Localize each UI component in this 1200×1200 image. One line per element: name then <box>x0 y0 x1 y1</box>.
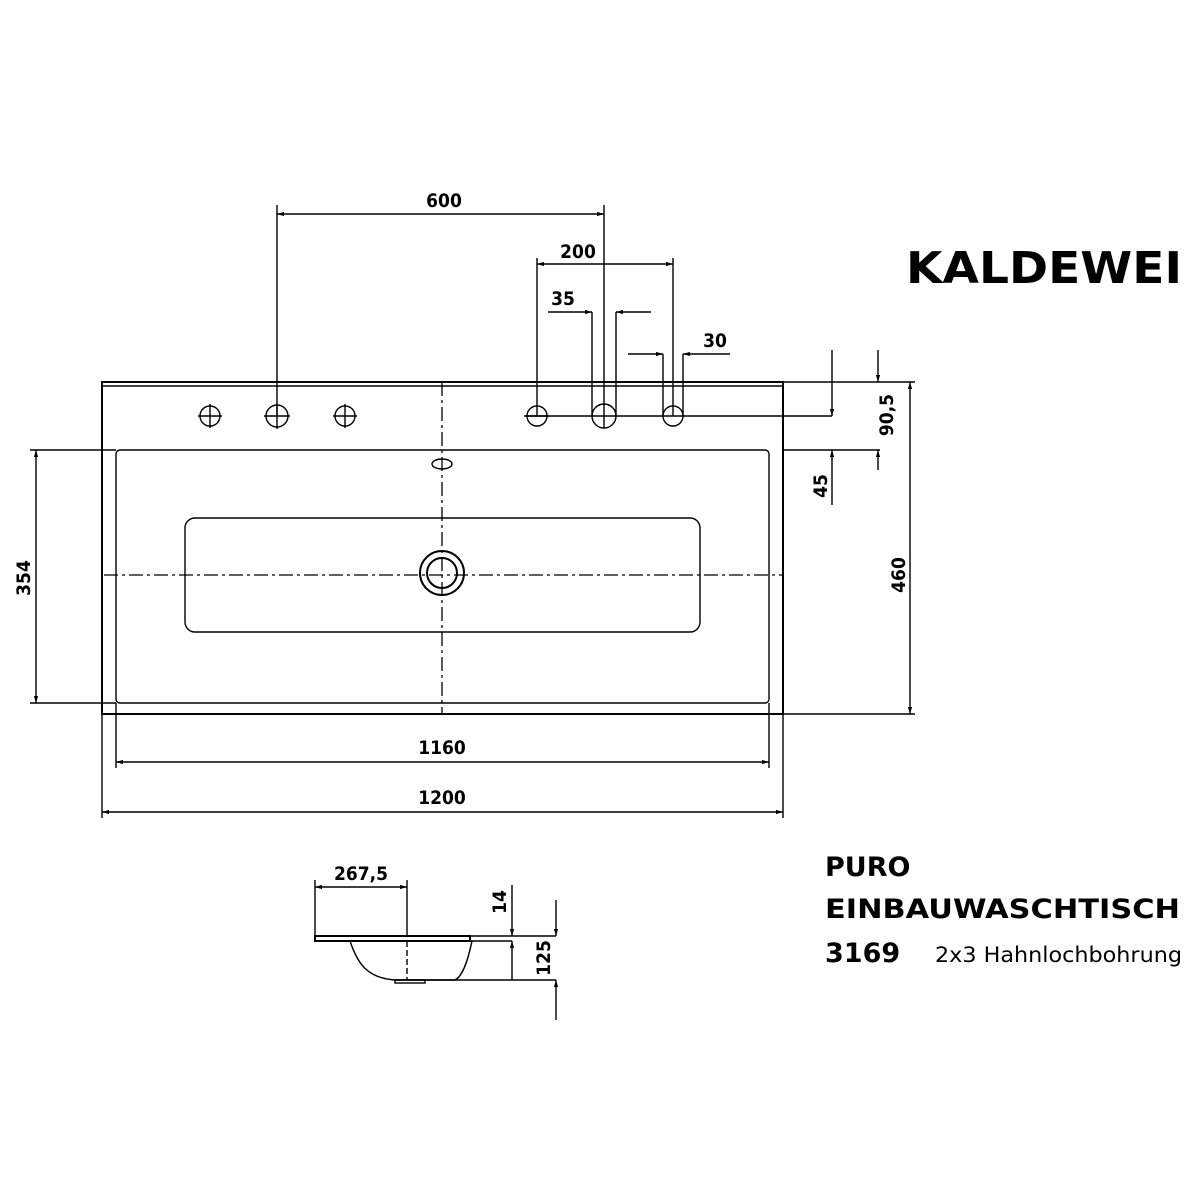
dim-45: 45 <box>810 474 832 498</box>
product-variant: 2x3 Hahnlochbohrung <box>935 943 1182 967</box>
product-model: 3169 <box>825 938 900 969</box>
dim-90-5: 90,5 <box>876 394 898 436</box>
dim-14: 14 <box>489 890 511 914</box>
dim-30: 30 <box>703 330 727 352</box>
dim-125: 125 <box>533 940 555 976</box>
product-type: EINBAUWASCHTISCH <box>825 894 1180 925</box>
tap-holes <box>198 403 832 429</box>
dim-1160: 1160 <box>418 737 466 759</box>
dimension-labels: 600 200 35 30 90,5 45 460 354 1160 1200 <box>13 190 910 809</box>
product-line: PURO <box>825 852 910 883</box>
dim-1200: 1200 <box>418 787 466 809</box>
side-section: 267,5 14 125 <box>314 863 559 1020</box>
drain-icon <box>419 550 465 596</box>
dim-354: 354 <box>13 560 35 596</box>
dim-200: 200 <box>560 241 596 263</box>
dim-267-5: 267,5 <box>334 863 388 885</box>
brand-logo: KALDEWEI <box>906 243 1182 294</box>
dim-600: 600 <box>426 190 462 212</box>
dim-35: 35 <box>551 288 575 310</box>
overflow-icon <box>431 458 453 470</box>
dimension-lines <box>30 205 915 818</box>
dim-460: 460 <box>888 557 910 593</box>
top-view <box>101 381 832 715</box>
